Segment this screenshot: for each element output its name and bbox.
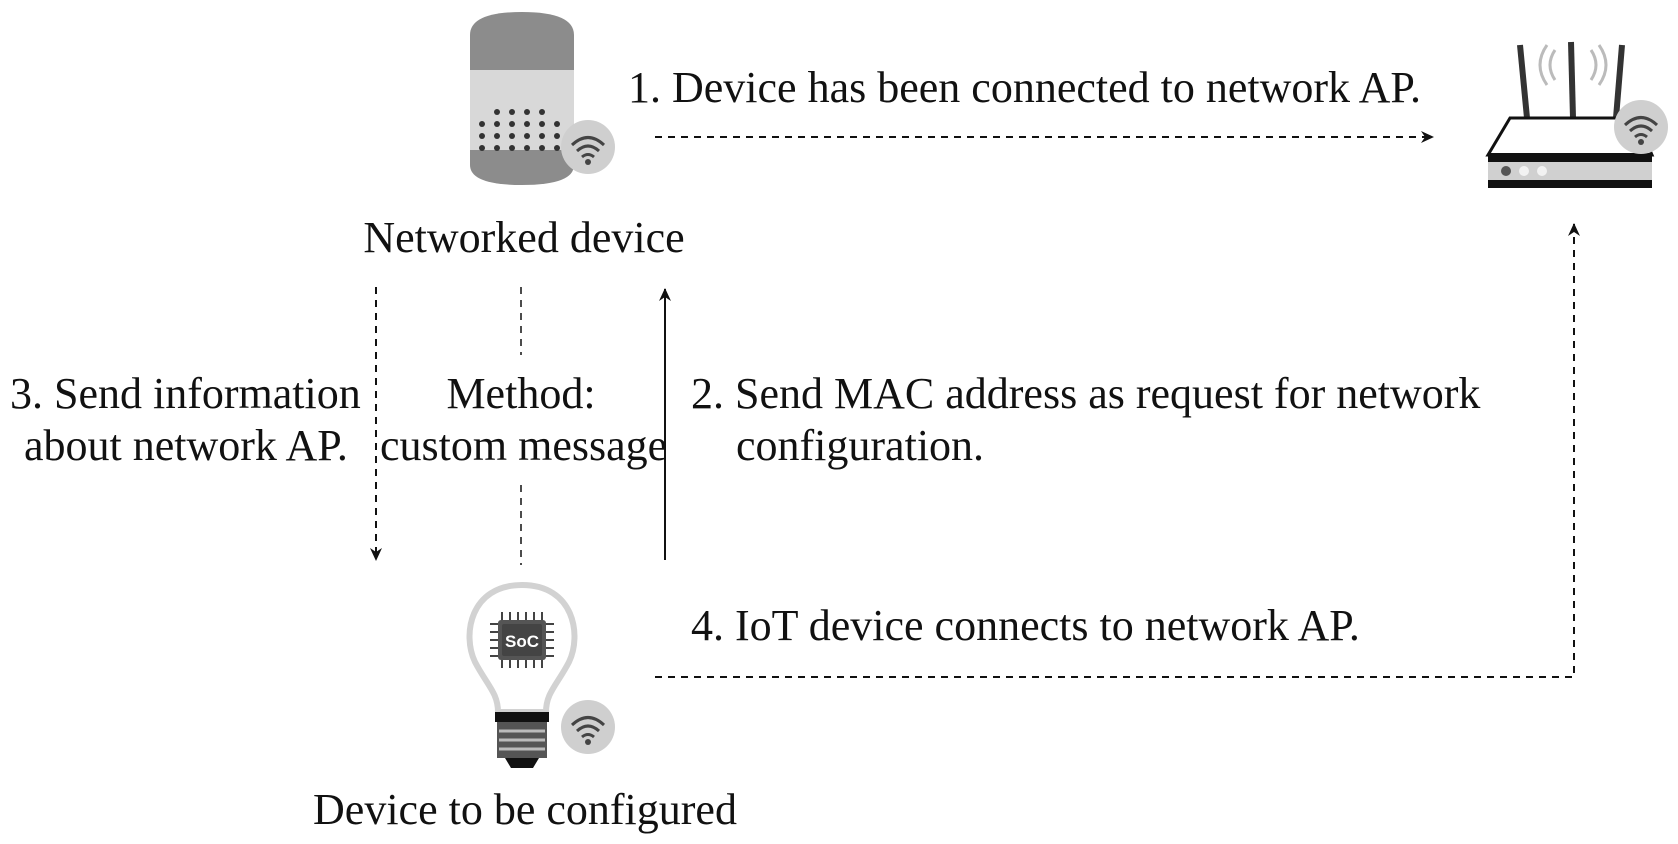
wifi-badge-icon bbox=[561, 120, 615, 174]
wifi-badge-icon bbox=[561, 700, 615, 754]
step4-label: 4. IoT device connects to network AP. bbox=[691, 601, 1360, 650]
soc-chip-icon: SoC bbox=[490, 612, 554, 668]
step3-label-line1: 3. Send information bbox=[10, 369, 361, 418]
networked-device-label: Networked device bbox=[363, 213, 685, 262]
step2-label-line1: 2. Send MAC address as request for netwo… bbox=[691, 369, 1481, 418]
device-to-configure-label: Device to be configured bbox=[313, 785, 737, 834]
step1-label: 1. Device has been connected to network … bbox=[628, 63, 1421, 112]
soc-chip-label: SoC bbox=[505, 632, 539, 651]
step2-label-line2: configuration. bbox=[736, 421, 985, 470]
router-icon bbox=[1485, 41, 1655, 188]
smart-speaker-icon bbox=[470, 12, 574, 185]
method-label-line2: custom message bbox=[380, 421, 668, 470]
method-label-line1: Method: bbox=[446, 369, 596, 418]
smart-bulb-icon: SoC bbox=[466, 581, 578, 768]
wifi-badge-icon bbox=[1614, 100, 1668, 154]
step3-label-line2: about network AP. bbox=[24, 421, 348, 470]
